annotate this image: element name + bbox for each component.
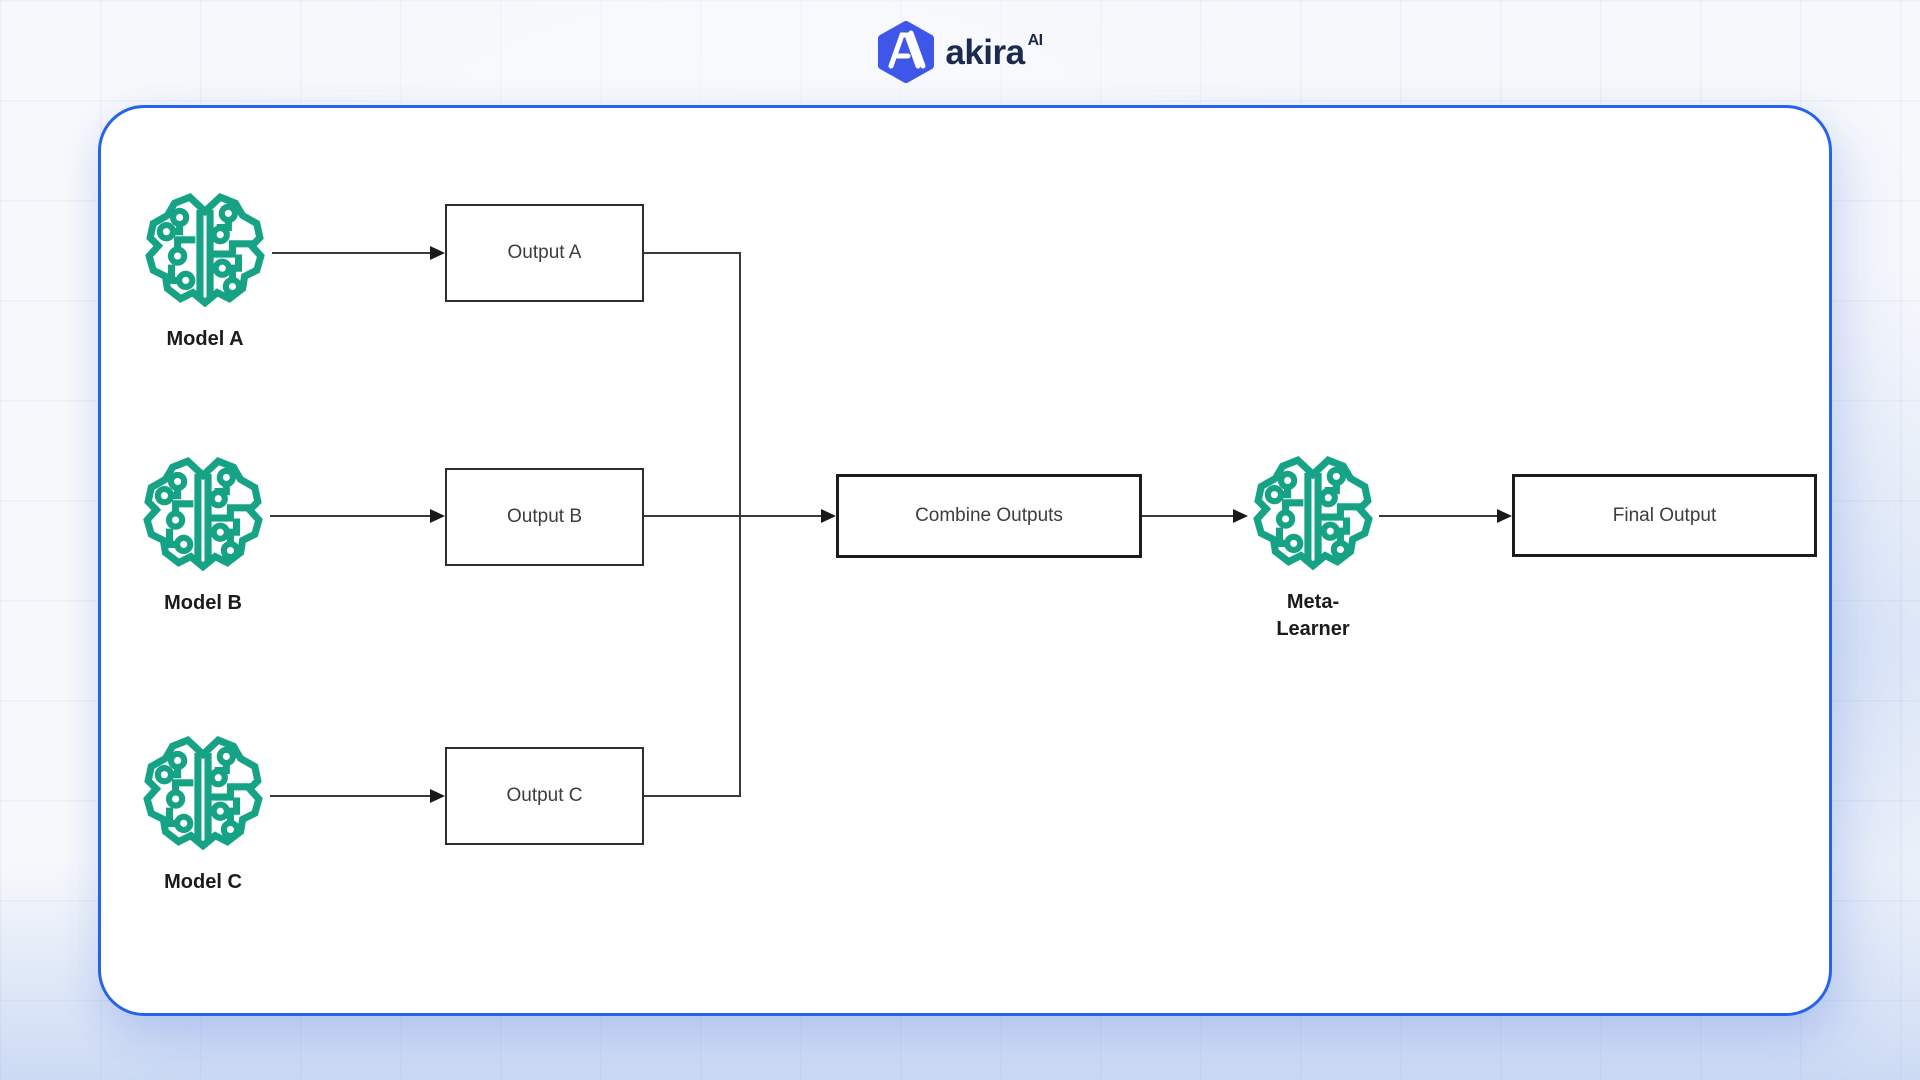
model-c-label: Model C (164, 871, 242, 893)
circuit-brain-icon (139, 187, 271, 319)
brand-header: akira AI (0, 20, 1920, 84)
brand-name-text: akira (945, 32, 1025, 72)
final-output-label: Final Output (1612, 504, 1717, 526)
model-a-node: Model A (139, 187, 271, 353)
meta-learner-label: Meta- Learner (1276, 589, 1349, 643)
output-c-label: Output C (506, 785, 583, 806)
model-c-node: Model C (137, 730, 269, 896)
model-a-label: Model A (166, 328, 244, 350)
meta-learner-label-line2: Learner (1276, 618, 1350, 640)
output-b-label: Output B (507, 506, 582, 527)
output-b-box: Output B (445, 468, 644, 566)
circuit-brain-icon (137, 730, 269, 862)
diagram-card (98, 105, 1832, 1016)
model-b-label: Model B (164, 592, 242, 614)
circuit-brain-icon (137, 451, 269, 583)
model-b-node: Model B (137, 451, 269, 617)
meta-learner-label-line1: Meta- (1286, 591, 1340, 613)
output-c-box: Output C (445, 747, 644, 845)
combine-outputs-box: Combine Outputs (836, 474, 1142, 558)
final-output-box: Final Output (1512, 474, 1817, 557)
brand-name: akira AI (945, 31, 1044, 72)
output-a-box: Output A (445, 204, 644, 302)
output-a-label: Output A (507, 242, 582, 263)
brand-superscript: AI (1027, 31, 1044, 49)
akira-logo-icon (878, 21, 935, 83)
meta-learner-node: Meta- Learner (1247, 450, 1379, 643)
combine-outputs-label: Combine Outputs (915, 505, 1063, 526)
circuit-brain-icon (1247, 450, 1379, 582)
